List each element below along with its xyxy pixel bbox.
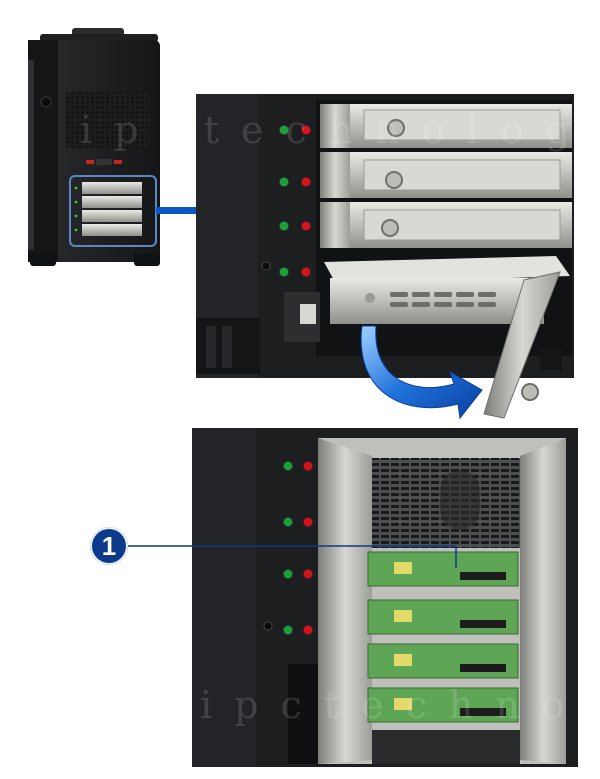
sata-backplane [367, 643, 519, 679]
hdd-tray-ejected [324, 256, 570, 419]
zoom-connector [156, 207, 200, 214]
sata-backplane [367, 687, 519, 723]
thumb-hdd-trays [74, 182, 142, 236]
callout-badge: 1 [90, 527, 128, 565]
eject-arrow-icon [360, 325, 483, 420]
zoom-view-trays [196, 94, 574, 419]
watermark-bottom: ipctechnology.com [200, 683, 600, 727]
sata-backplane [367, 551, 519, 587]
sata-backplane [367, 599, 519, 635]
zoom-view-backplane [192, 428, 578, 767]
hdd-tray [320, 202, 572, 248]
chassis-thumbnail [28, 28, 160, 266]
hdd-tray [320, 104, 572, 148]
watermark-top: ipctechnology.com [80, 108, 600, 152]
status-led-icon [263, 461, 313, 635]
hdd-tray [320, 152, 572, 198]
status-led-icon [261, 125, 311, 277]
